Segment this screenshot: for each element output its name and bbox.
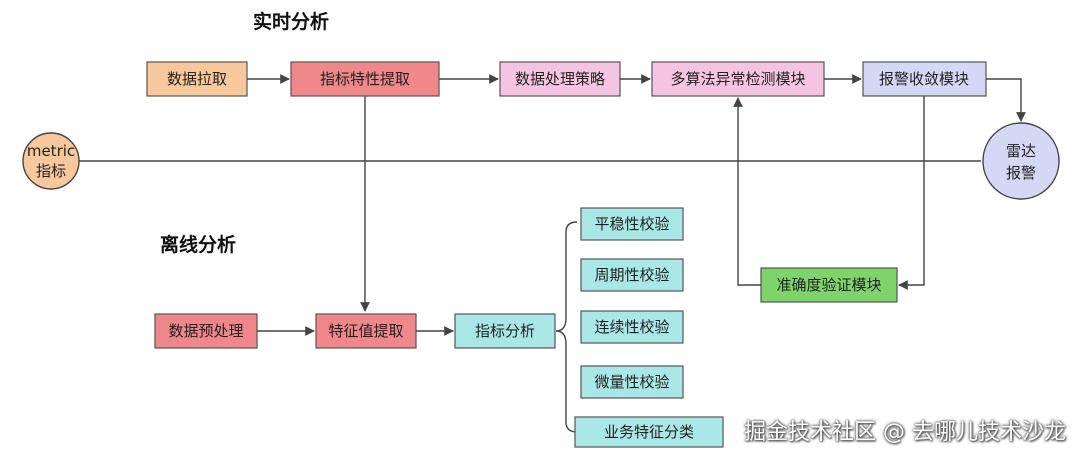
continuity-check-label: 连续性校验	[594, 318, 669, 336]
multi-algo-anomaly-box: 多算法异常检测模块	[651, 61, 825, 97]
feature-value-extract-label: 特征值提取	[328, 322, 403, 340]
arrow-convergence-to-verification	[898, 96, 925, 290]
radar-alert-node: 雷达 报警	[982, 122, 1060, 200]
multi-algo-anomaly-label: 多算法异常检测模块	[670, 70, 805, 88]
stationarity-check-label: 平稳性校验	[594, 215, 669, 233]
indicator-analysis-box: 指标分析	[454, 313, 556, 349]
data-processing-strategy-box: 数据处理策略	[499, 61, 621, 97]
data-preprocessing-label: 数据预处理	[168, 322, 243, 340]
realtime-analysis-title: 实时分析	[253, 10, 329, 33]
offline-analysis-title: 离线分析	[160, 233, 236, 256]
micro-check-box: 微量性校验	[580, 365, 684, 399]
radar-node-label-2: 报警	[1006, 164, 1036, 182]
business-feature-classify-box: 业务特征分类	[574, 416, 724, 448]
alert-convergence-label: 报警收敛模块	[879, 70, 969, 88]
watermark: 掘金技术社区 @ 去哪儿技术沙龙	[744, 420, 1066, 445]
metric-node-label-2: 指标	[36, 162, 66, 180]
arrow-verification-to-anomaly	[733, 97, 761, 286]
arrow-convergence-to-radar	[986, 78, 1026, 122]
data-pull-label: 数据拉取	[167, 70, 227, 88]
indicator-feature-extract-label: 指标特性提取	[320, 70, 410, 88]
micro-check-label: 微量性校验	[594, 373, 669, 391]
alert-convergence-box: 报警收敛模块	[862, 61, 987, 97]
data-pull-box: 数据拉取	[146, 61, 248, 97]
indicator-analysis-label: 指标分析	[475, 322, 535, 340]
analysis-brace	[555, 221, 578, 433]
continuity-check-box: 连续性校验	[580, 310, 684, 344]
radar-node-label-1: 雷达	[1006, 142, 1036, 160]
periodicity-check-box: 周期性校验	[580, 258, 684, 292]
feature-value-extract-box: 特征值提取	[315, 313, 417, 349]
data-processing-strategy-label: 数据处理策略	[515, 70, 605, 88]
accuracy-verification-box: 准确度验证模块	[760, 267, 898, 303]
data-preprocessing-box: 数据预处理	[154, 313, 258, 349]
periodicity-check-label: 周期性校验	[594, 266, 669, 284]
accuracy-verification-label: 准确度验证模块	[776, 276, 881, 294]
metric-node-label-1: metric	[27, 142, 75, 160]
metric-node: metric 指标	[22, 132, 80, 190]
indicator-feature-extract-box: 指标特性提取	[290, 61, 440, 97]
stationarity-check-box: 平稳性校验	[580, 207, 684, 241]
business-feature-classify-label: 业务特征分类	[604, 423, 694, 441]
